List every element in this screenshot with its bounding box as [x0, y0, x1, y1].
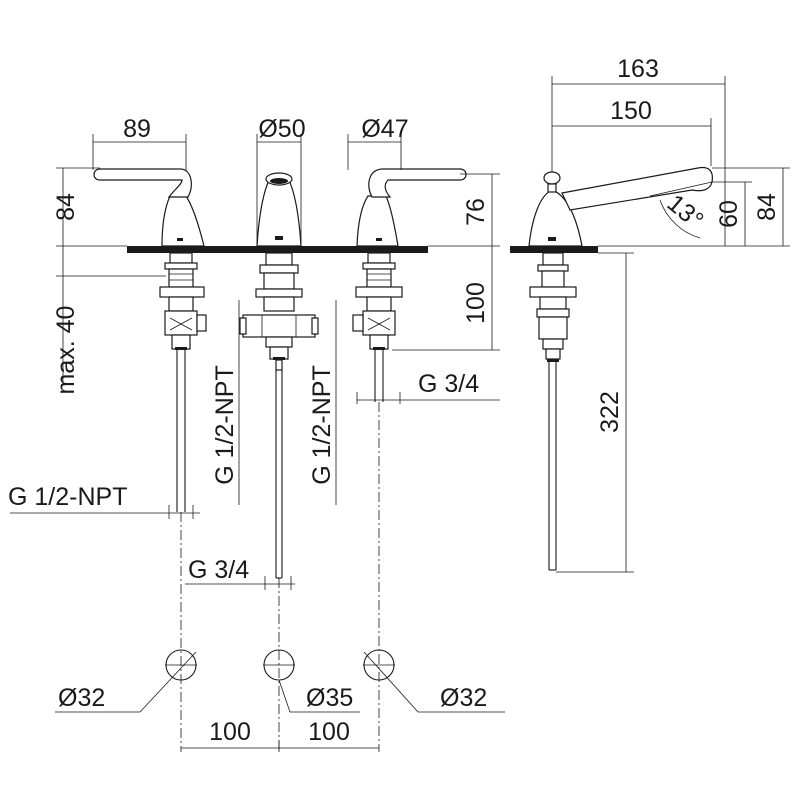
label-hole-right: Ø32: [440, 684, 487, 712]
label-inlet-thread-mid-left: G 1/2-NPT: [211, 365, 239, 484]
center-mixer-body: [239, 252, 319, 579]
label-shank-length: 100: [462, 282, 490, 324]
label-side-angle: 13°: [662, 189, 709, 235]
label-max-thickness: max. 40: [52, 306, 80, 395]
left-valve-body: [159, 252, 207, 350]
label-spacing-left: 100: [209, 718, 251, 746]
label-spout-height: 76: [462, 198, 490, 226]
right-valve-body: [352, 252, 403, 350]
mounting-holes: [55, 649, 505, 713]
label-handle-span: 89: [123, 115, 151, 143]
label-side-total-length: 163: [617, 55, 659, 83]
countertop-plate: [127, 246, 428, 253]
label-side-spout-length: 150: [610, 97, 652, 125]
label-spacing-right: 100: [308, 718, 350, 746]
label-side-spout-rise: 60: [715, 200, 743, 228]
inlet-pipes: [176, 350, 384, 512]
label-side-height: 84: [753, 193, 781, 221]
label-side-rod-length: 322: [596, 391, 624, 433]
label-hole-left: Ø32: [58, 684, 105, 712]
side-valve-body: [529, 252, 577, 571]
label-hole-center: Ø35: [306, 684, 353, 712]
label-inlet-thread-mid-right: G 1/2-NPT: [308, 365, 336, 484]
side-countertop-plate: [510, 246, 598, 253]
label-spout-diameter: Ø50: [258, 115, 305, 143]
spout-part: [256, 172, 302, 247]
right-handle-part: [356, 168, 467, 247]
front-dimension-lines: [10, 134, 500, 752]
label-handle-height: 84: [52, 193, 80, 221]
label-inlet-thread-left: G 1/2-NPT: [8, 483, 127, 511]
side-faucet-body: [528, 166, 713, 247]
label-outlet-thread-right: G 3/4: [418, 370, 479, 398]
left-handle-part: [93, 168, 205, 247]
dimension-labels: 89 Ø50 Ø47 84 max. 40 76 100 G 3/4 G 1/2…: [8, 55, 781, 746]
label-outlet-thread-center: G 3/4: [188, 556, 249, 584]
side-dimension-lines: [551, 76, 790, 573]
label-handle-base-diameter: Ø47: [361, 115, 408, 143]
